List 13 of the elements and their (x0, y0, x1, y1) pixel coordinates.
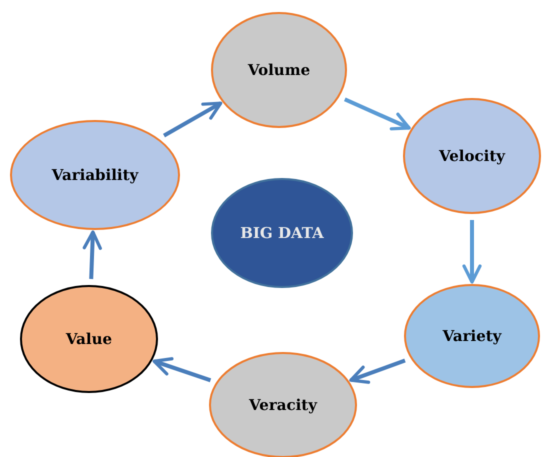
arrow (349, 358, 406, 384)
arrow (82, 230, 102, 280)
node-label: Veracity (248, 396, 318, 414)
arrow (462, 220, 482, 284)
node-label: Value (64, 330, 114, 348)
node-label: Velocity (438, 147, 506, 165)
node-label: Volume (246, 61, 312, 79)
arrow (163, 101, 222, 138)
node-label: Variability (50, 166, 140, 184)
arrow (344, 97, 411, 130)
arrow (152, 357, 212, 382)
node-label: Variety (442, 327, 503, 345)
node-label: BIG DATA (239, 224, 325, 242)
